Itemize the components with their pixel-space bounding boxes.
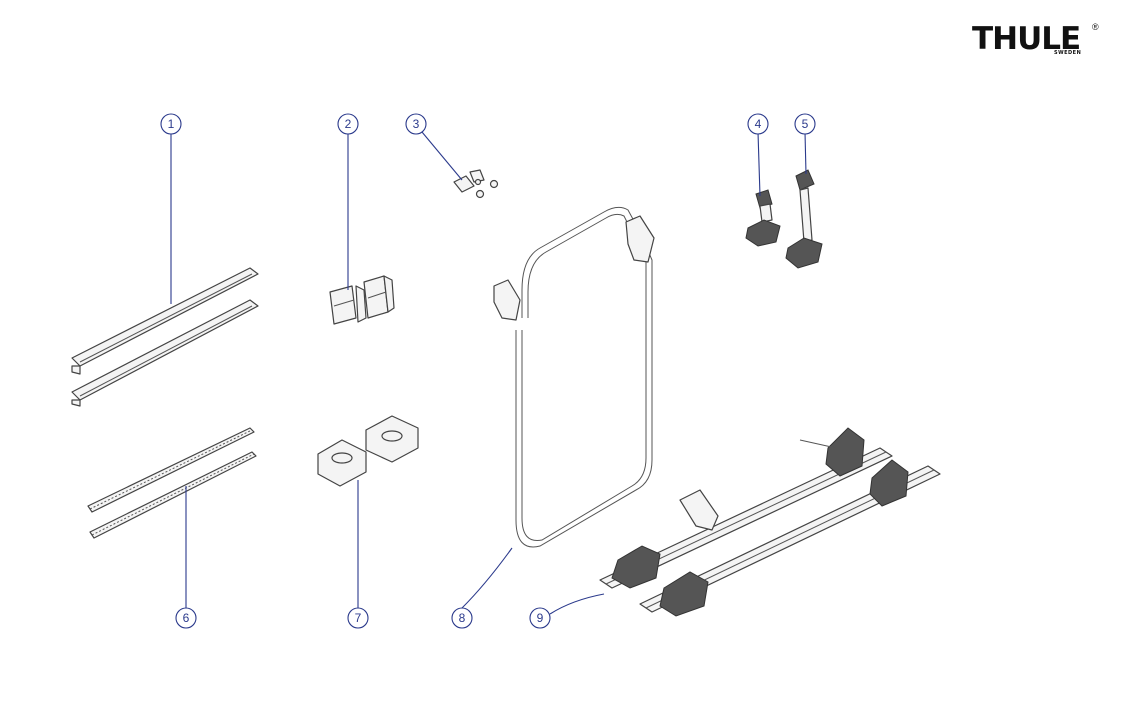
part-6-straps [87,427,257,539]
part-9-carrier-base [599,427,941,617]
callout-6-label: 6 [183,611,190,625]
part-7-clamps [317,415,419,487]
callout-3-label: 3 [413,117,420,131]
callout-2: 2 [337,113,359,135]
callout-7-label: 7 [355,611,362,625]
callout-5: 5 [794,113,816,135]
callout-8: 8 [451,607,473,629]
leader-9 [549,593,605,615]
callout-2-label: 2 [345,117,352,131]
callout-1-label: 1 [168,117,175,131]
leader-4 [757,131,761,197]
callout-4: 4 [747,113,769,135]
brand-name: THULE [972,21,1081,57]
callout-1: 1 [160,113,182,135]
registered-mark: ® [1092,22,1099,32]
part-5-knob-long [785,169,823,269]
callout-7: 7 [347,607,369,629]
callout-9: 9 [529,607,551,629]
brand-sub: SWEDEN [1054,50,1082,56]
part-4-knob-short [745,189,781,247]
part-3-fixing-kit [453,169,499,199]
callout-4-label: 4 [755,117,762,131]
callout-6: 6 [175,607,197,629]
part-8-frame [493,206,655,548]
callout-8-label: 8 [459,611,466,625]
callout-3: 3 [405,113,427,135]
leader-8 [461,547,513,609]
callout-5-label: 5 [802,117,809,131]
part-2-clamp-blocks [329,275,395,325]
thule-logo: THULE SWEDEN ® [972,21,1102,64]
leader-3 [421,131,463,181]
part-1-rails [71,267,259,407]
leader-5 [804,131,807,175]
callout-9-label: 9 [537,611,544,625]
